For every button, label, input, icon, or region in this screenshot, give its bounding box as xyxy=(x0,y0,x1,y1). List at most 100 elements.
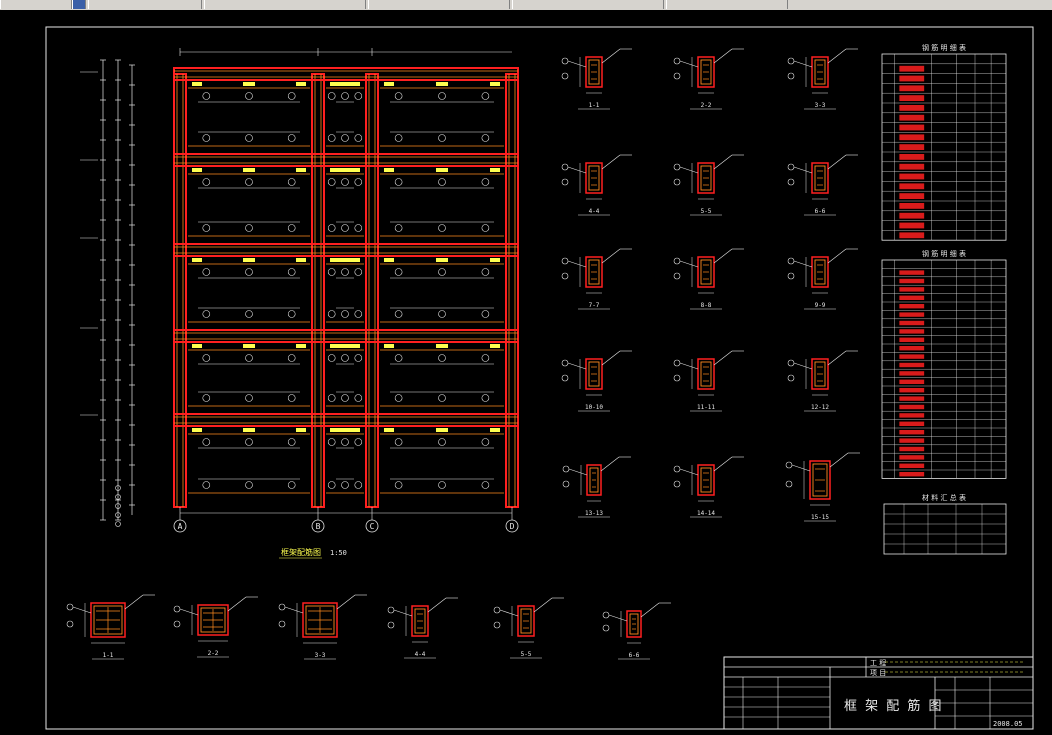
bar-shape-sketch xyxy=(899,455,925,460)
section-stirrup xyxy=(414,608,426,634)
section-outline xyxy=(302,602,338,638)
toolbar-segment[interactable] xyxy=(0,0,72,9)
lineweight-dropdown[interactable] xyxy=(666,0,788,9)
layer-dropdown[interactable] xyxy=(204,0,366,9)
rebar-callout xyxy=(354,438,363,446)
rebar-callout xyxy=(245,134,253,142)
table-title: 材 料 汇 总 表 xyxy=(922,493,966,502)
table-title: 钢 筋 明 细 表 xyxy=(922,249,966,258)
axis-label: D xyxy=(510,522,515,531)
linetype-dropdown[interactable] xyxy=(512,0,664,9)
bar-mark-label xyxy=(330,168,340,172)
callout-circle xyxy=(561,178,569,186)
leader-line xyxy=(124,594,144,610)
callout-circle xyxy=(673,178,681,186)
vertical-dimensions xyxy=(80,59,135,527)
section-stirrup xyxy=(812,463,828,497)
section-label: 1-1 xyxy=(103,652,114,659)
section-outline xyxy=(517,605,535,637)
leader-line xyxy=(793,362,813,370)
leader-line xyxy=(713,154,733,170)
bar-shape-sketch xyxy=(899,472,925,477)
rebar-callout xyxy=(341,481,349,489)
leader-line xyxy=(827,248,847,264)
callout-circle xyxy=(673,163,681,171)
bar-mark-label xyxy=(192,82,202,86)
rebar-callout xyxy=(438,134,446,142)
rebar-callout xyxy=(438,92,446,100)
leader-line xyxy=(601,350,621,366)
rebar-callout xyxy=(327,481,336,489)
leader-line xyxy=(568,468,588,476)
elevation-scale: 1:50 xyxy=(330,549,347,557)
section-stirrup xyxy=(814,59,826,85)
callout-circle xyxy=(787,257,795,265)
rebar-callout xyxy=(438,224,446,232)
rebar-callout xyxy=(394,92,403,100)
rebar-callout xyxy=(202,310,211,318)
leader-line xyxy=(679,166,699,174)
callout-circle xyxy=(602,611,610,619)
leader-line xyxy=(179,608,199,616)
leader-line xyxy=(827,48,847,64)
color-dropdown[interactable] xyxy=(368,0,510,9)
section-outline xyxy=(90,602,126,638)
rebar-callout xyxy=(287,92,296,100)
section-label: 4-4 xyxy=(415,651,426,658)
rebar-callout xyxy=(327,354,336,362)
section-label: 13-13 xyxy=(585,510,603,517)
section-outline xyxy=(811,256,829,288)
section-outline xyxy=(697,56,715,88)
title-row1-label: 工 程 xyxy=(870,658,886,667)
bar-shape-sketch xyxy=(899,75,925,82)
frame-column xyxy=(311,73,325,508)
callout-circle xyxy=(562,465,570,473)
table-border xyxy=(883,503,1007,555)
leader-line xyxy=(713,350,733,366)
bar-shape-sketch xyxy=(899,337,925,342)
section-label: 12-12 xyxy=(811,404,829,411)
rebar-callout xyxy=(245,354,253,362)
rebar-callout xyxy=(354,310,363,318)
rebar-callout xyxy=(394,268,403,276)
bar-shape-sketch xyxy=(899,371,925,376)
section-label: 7-7 xyxy=(589,302,600,309)
section-label: 5-5 xyxy=(701,208,712,215)
section-stirrup xyxy=(700,59,712,85)
rebar-callout xyxy=(354,92,363,100)
section-stirrup xyxy=(589,467,599,493)
bar-shape-sketch xyxy=(899,203,925,209)
callout-circle xyxy=(673,272,681,280)
toolbar-segment[interactable] xyxy=(88,0,202,9)
rebar-callout xyxy=(354,268,363,276)
callout-circle xyxy=(673,480,681,488)
rebar-callout xyxy=(341,394,349,402)
bar-mark-label xyxy=(350,168,360,172)
rebar-callout xyxy=(341,134,349,142)
rebar-callout xyxy=(202,268,211,276)
section-outline xyxy=(585,256,603,288)
rebar-callout xyxy=(245,178,253,186)
level-circle xyxy=(115,485,121,491)
bar-mark-label xyxy=(350,344,360,348)
bar-mark-label xyxy=(490,428,500,432)
leader-line xyxy=(827,154,847,170)
rebar-callout xyxy=(202,134,211,142)
bar-mark-label xyxy=(330,344,340,348)
bar-shape-sketch xyxy=(899,438,925,443)
bar-shape-sketch xyxy=(899,430,925,435)
bar-mark-label xyxy=(296,258,306,262)
rebar-callout xyxy=(287,354,296,362)
rebar-callout xyxy=(287,394,296,402)
section-label: 4-4 xyxy=(589,208,600,215)
section-label: 10-10 xyxy=(585,404,603,411)
leader-line xyxy=(679,260,699,268)
elevation-title: 框架配筋图 xyxy=(281,547,321,557)
rebar-callout xyxy=(394,438,403,446)
rebar-callout xyxy=(438,354,446,362)
callout-circle xyxy=(387,621,395,629)
bar-mark-label xyxy=(436,82,448,86)
layer-icon[interactable] xyxy=(72,0,86,9)
